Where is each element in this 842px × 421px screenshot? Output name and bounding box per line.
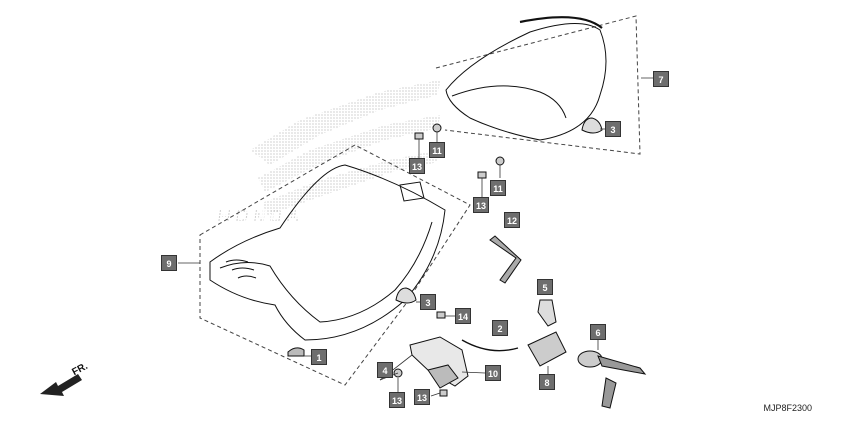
hex-key-icon: [489, 235, 522, 284]
callout-13: 13: [473, 197, 489, 213]
front-direction-arrow-icon: [40, 374, 82, 396]
callout-9: 9: [161, 255, 177, 271]
callout-2: 2: [492, 320, 508, 336]
callout-13: 13: [389, 392, 405, 408]
callout-11: 11: [490, 180, 506, 196]
callout-14: 14: [455, 308, 471, 324]
seat-lock-bracket: [409, 336, 469, 389]
callout-3: 3: [420, 294, 436, 310]
front-seat: [199, 144, 471, 386]
callout-10: 10: [485, 365, 501, 381]
callout-1: 1: [311, 349, 327, 365]
seat-lock-cable: [461, 339, 519, 352]
seat-pad-icon: [287, 347, 305, 357]
callout-11: 11: [429, 142, 445, 158]
callout-12: 12: [504, 212, 520, 228]
callout-6: 6: [590, 324, 606, 340]
bolt-icon: [393, 123, 505, 397]
lock-plate-icon: [527, 331, 567, 367]
callout-8: 8: [539, 374, 555, 390]
honda-wing-watermark: HONDA: [216, 80, 440, 226]
callout-7: 7: [653, 71, 669, 87]
callout-3: 3: [605, 121, 621, 137]
callout-13: 13: [409, 158, 425, 174]
honda-wordmark: HONDA: [216, 206, 305, 226]
key-cylinder-icon: [577, 350, 647, 409]
callout-4: 4: [377, 362, 393, 378]
diagram-code: MJP8F2300: [763, 403, 812, 413]
callout-13: 13: [414, 389, 430, 405]
rubber-cushion-icon: [395, 117, 603, 304]
leader-lines: [178, 77, 660, 397]
latch-icon: [537, 299, 557, 327]
callout-5: 5: [537, 279, 553, 295]
rear-seat-cowl: [435, 15, 641, 155]
